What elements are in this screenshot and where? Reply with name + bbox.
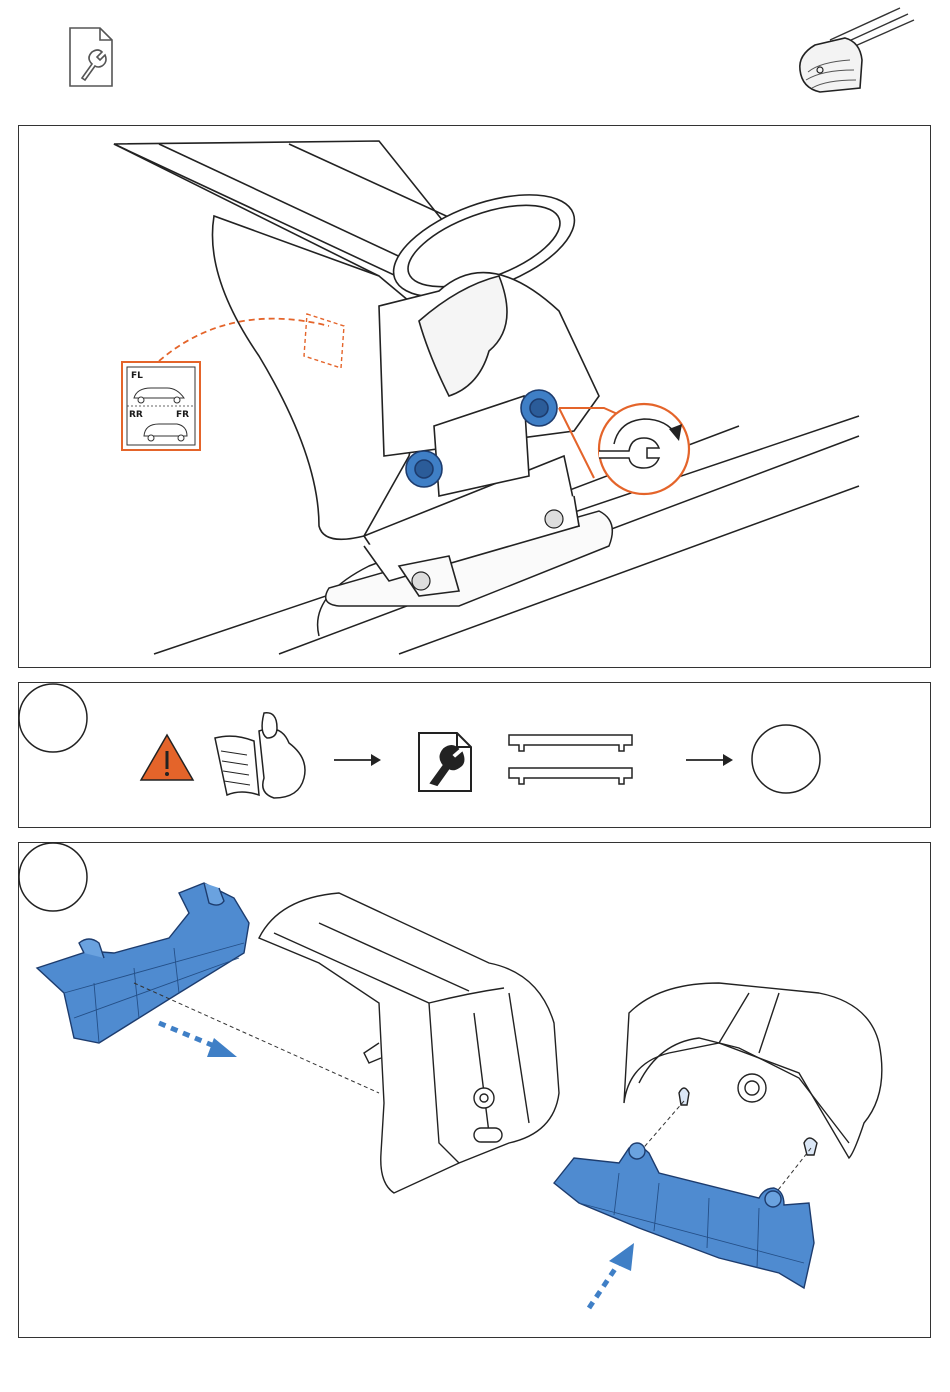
- position-label-sticker: FL RR FR: [122, 362, 200, 450]
- read-manual-icon: [215, 713, 305, 798]
- dotted-arrow-icon: [159, 1023, 219, 1048]
- wrench-document-icon: [419, 733, 471, 791]
- warning-icon: [141, 735, 193, 780]
- header: [0, 0, 950, 110]
- label-fr: FR: [176, 410, 189, 420]
- arrow-right-icon: [686, 754, 733, 766]
- wrench-document-icon: [60, 20, 120, 100]
- foot-housing-icon: [259, 893, 559, 1193]
- panel-fit-end-caps: [18, 842, 931, 1338]
- label-rr: RR: [129, 410, 143, 420]
- arrow-right-icon: [334, 754, 381, 766]
- end-cap-right: [554, 1143, 814, 1288]
- panel-tighten-foot: FL RR FR: [18, 125, 931, 668]
- label-fl: FL: [131, 371, 143, 381]
- dotted-arrow-icon: [589, 1263, 619, 1308]
- foot-underside-icon: [624, 983, 882, 1158]
- step-number-circle: [19, 684, 87, 752]
- panel-prepare: [18, 682, 931, 828]
- step-number-circle: [19, 843, 87, 911]
- next-step-circle-icon: [752, 725, 820, 793]
- rail-pads-icon: [509, 735, 632, 784]
- roof-rack-foot-icon: [790, 0, 920, 100]
- foot-on-rail-illustration: FL RR FR: [19, 126, 932, 669]
